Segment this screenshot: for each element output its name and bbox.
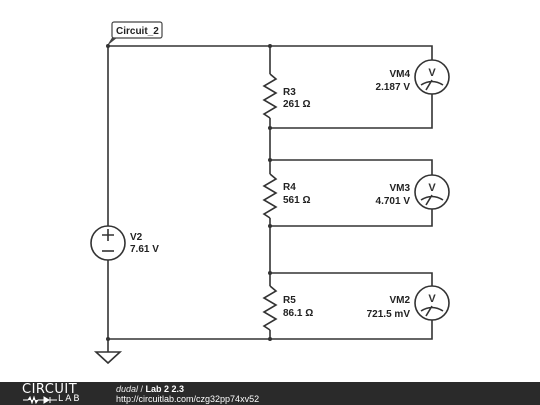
node-dot [268,126,272,130]
title-separator: / [138,384,146,394]
v2-value: 7.61 V [130,244,159,255]
voltage-source-v2[interactable] [90,225,126,261]
resistor-r5[interactable] [262,285,278,331]
logo-text-top: CIRCUIT [22,382,78,397]
node-dot [268,224,272,228]
node-dot [268,337,272,341]
vm3-value: 4.701 V [376,196,411,207]
vm2-name: VM2 [389,295,410,306]
circuit-schematic: Circuit_2 V2 7.61 V R3 261 Ω R4 561 Ω R5… [90,21,450,365]
voltmeter-vm4[interactable]: V [414,59,450,95]
wire-vm2-loop [270,272,433,340]
r3-value: 261 Ω [283,99,310,110]
author-link[interactable]: dudal [116,384,139,394]
circuitlab-logo[interactable]: CIRCUIT LAB [22,383,94,404]
wire-vm4-loop [270,45,433,129]
node-dot [106,44,110,48]
vm4-name: VM4 [389,69,410,80]
r5-value: 86.1 Ω [283,308,313,319]
v2-name: V2 [130,232,143,243]
resistor-r3[interactable] [262,73,278,119]
node-label-text: Circuit_2 [116,26,159,37]
node-label-circuit-2[interactable]: Circuit_2 [107,21,163,46]
resistor-r4[interactable] [262,173,278,219]
vm2-value: 721.5 mV [367,309,411,320]
vm4-value: 2.187 V [376,82,411,93]
circuit-title[interactable]: Lab 2 2.3 [145,384,185,394]
vm3-name: VM3 [389,183,410,194]
r3-name: R3 [283,87,296,98]
footer-bar: CIRCUIT LAB dudal / Lab 2 2.3 http://cir… [0,382,540,405]
node-dot [268,271,272,275]
node-dot [268,158,272,162]
voltmeter-vm2-symbol: V [428,293,436,305]
footer-info: dudal / Lab 2 2.3 http://circuitlab.com/… [116,384,259,404]
footer-title-line: dudal / Lab 2 2.3 [116,384,259,394]
ground-icon [93,351,123,365]
wire-vm3-loop [270,159,433,227]
voltmeter-vm2[interactable]: V [414,285,450,321]
r4-name: R4 [283,182,296,193]
voltmeter-vm4-symbol: V [428,67,436,79]
logo-trace-icon [23,395,57,404]
node-dot [106,337,110,341]
voltmeter-vm3[interactable]: V [414,174,450,210]
circuit-url-link[interactable]: http://circuitlab.com/czg32pp74xv52 [116,394,260,404]
voltmeter-vm3-symbol: V [428,182,436,194]
r5-name: R5 [283,295,296,306]
node-dot [268,44,272,48]
logo-text-bottom: LAB [58,394,82,404]
r4-value: 561 Ω [283,195,310,206]
